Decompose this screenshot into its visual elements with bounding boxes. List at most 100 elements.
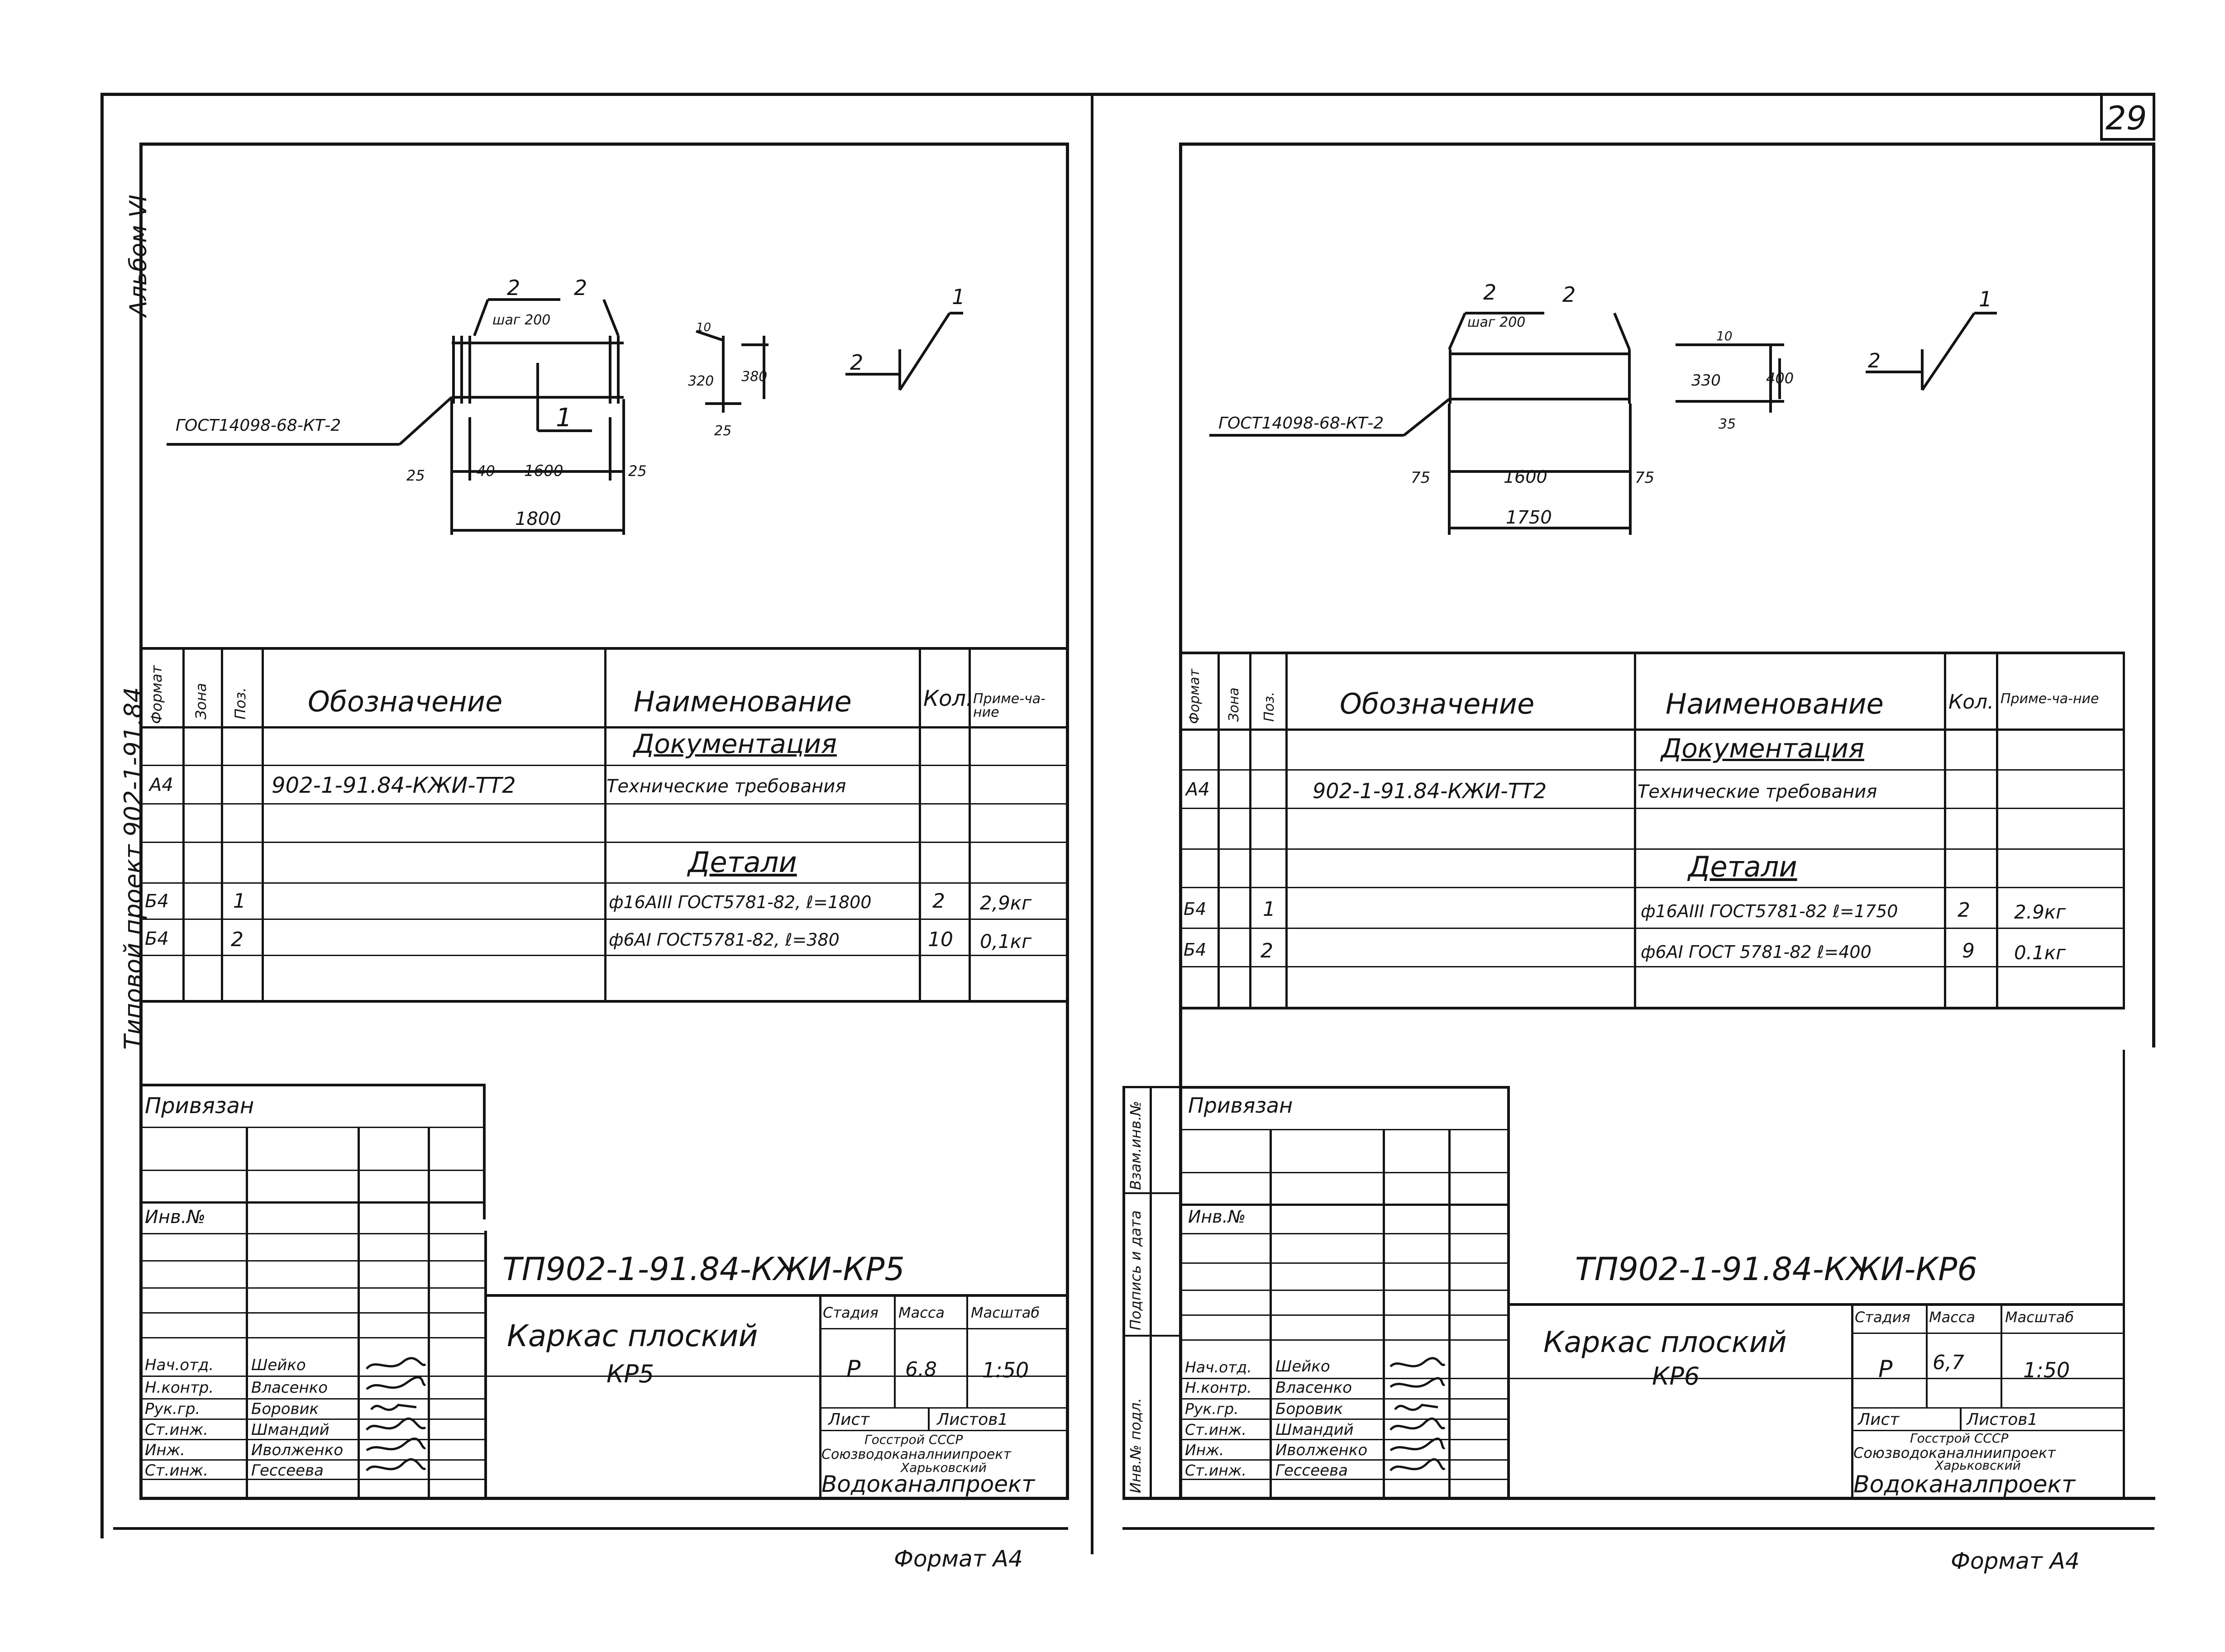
spec-col-line <box>1218 652 1220 1009</box>
tb-line <box>1179 1398 1509 1400</box>
tb-line <box>1179 1439 1509 1440</box>
drawing-top-label-1: 2 <box>1483 280 1496 305</box>
scale-value: 1:50 <box>982 1358 1029 1382</box>
page-number-box-left <box>2100 93 2103 140</box>
row2-name: ф6АI ГОСТ 5781-82 ℓ=400 <box>1641 942 1872 962</box>
stage-value: Р <box>1878 1356 1893 1383</box>
row1-format: Б4 <box>145 891 169 912</box>
spec-row-line <box>1179 966 2125 967</box>
row2-note: 0.1кг <box>2014 942 2066 964</box>
title-line-1: Каркас плоский <box>1543 1326 1787 1359</box>
spec-bottom-line <box>1179 1007 2125 1009</box>
tb-line <box>1851 1407 2125 1409</box>
outer-bottom-line-right <box>1122 1527 2154 1530</box>
tb-line <box>139 1479 486 1480</box>
doc-designation: 902-1-91.84-КЖИ-ТТ2 <box>1313 779 1547 803</box>
org-line-2: Союзводоканалниипроект <box>821 1447 1011 1462</box>
row1-qty: 2 <box>1958 899 1970 922</box>
person-name: Власенко <box>251 1379 328 1397</box>
person-role: Рук.гр. <box>145 1400 201 1418</box>
stage-value: Р <box>846 1356 861 1383</box>
person-name: Шмандий <box>251 1421 329 1439</box>
title-line-2: КР5 <box>606 1360 654 1388</box>
dim-height-2: 320 <box>688 373 714 389</box>
tb-col <box>484 1231 487 1498</box>
tb-line <box>139 1127 486 1128</box>
person-name: Власенко <box>1275 1379 1352 1397</box>
drawing-step: шаг 200 <box>492 312 550 328</box>
org-line-1: Госстрой СССР <box>1910 1431 2009 1446</box>
row2-name: ф6АI ГОСТ5781-82, ℓ=380 <box>609 930 840 950</box>
tb-line <box>484 1294 1069 1297</box>
tb-line <box>1179 1339 1509 1341</box>
dim-bottom-4: 25 <box>628 462 647 480</box>
dim-total: 1750 <box>1506 507 1552 528</box>
signatures-kp5 <box>366 1357 426 1471</box>
doc-designation: 902-1-91.84-КЖИ-ТТ2 <box>272 773 516 798</box>
row2-qty: 10 <box>928 928 953 951</box>
mass-value: 6,7 <box>1933 1351 1964 1374</box>
dim-bottom-3: 1600 <box>524 462 563 480</box>
dim-total: 1800 <box>515 509 561 529</box>
row2-format: Б4 <box>145 928 169 949</box>
org-line-3: Харьковский <box>901 1460 987 1475</box>
header-format: Формат <box>148 665 165 724</box>
tb-col <box>1507 1231 1510 1498</box>
doc-name: Технические требования <box>1638 781 1877 802</box>
spec-row-line <box>1179 808 2125 809</box>
tb-col <box>428 1127 430 1498</box>
person-role: Нач.отд. <box>1185 1358 1252 1376</box>
tb-line <box>139 1260 486 1262</box>
tb-col <box>1851 1303 1853 1498</box>
sheet-label: Лист <box>1858 1410 1900 1429</box>
tb-line <box>1507 1303 2125 1306</box>
outer-center-line <box>1091 93 1093 1554</box>
row1-name: ф16АIII ГОСТ5781-82 ℓ=1750 <box>1641 901 1898 921</box>
tb-line <box>1179 1290 1509 1291</box>
privyazan-right <box>483 1084 486 1219</box>
frame-bottom <box>1122 1497 2155 1500</box>
mass-label: Масса <box>898 1304 945 1321</box>
doc-name: Технические требования <box>606 776 846 797</box>
header-name: Наименование <box>1666 687 1884 720</box>
side-col-mid <box>1150 1086 1152 1500</box>
header-designation: Обозначение <box>1340 687 1535 720</box>
header-qty: Кол. <box>1948 690 1994 714</box>
tb-col <box>894 1294 896 1407</box>
tb-col <box>246 1127 248 1498</box>
inv-no-label: Инв.№ <box>145 1207 205 1228</box>
footer-format-left: Формат А4 <box>894 1546 1023 1572</box>
tb-line <box>819 1430 1069 1431</box>
spec-bottom-line <box>139 1000 1069 1003</box>
tb-line <box>1179 1314 1509 1316</box>
header-designation: Обозначение <box>308 685 503 718</box>
inv-no-label: Инв.№ <box>1188 1207 1246 1227</box>
drawing-step: шаг 200 <box>1467 314 1525 330</box>
side-callout-1: 1 <box>1979 287 1992 311</box>
outer-left-line <box>100 93 104 1538</box>
person-name: Шейко <box>1275 1357 1330 1376</box>
spec-col-line <box>1285 652 1288 1009</box>
tb-line <box>139 1419 486 1420</box>
doc-format: А4 <box>1186 779 1210 800</box>
tb-line <box>1179 1129 1509 1130</box>
spec-row-line <box>1179 887 2125 888</box>
org-line-3: Харьковский <box>1935 1458 2021 1473</box>
side-podp-label: Подпись и дата <box>1127 1210 1144 1330</box>
stage-label: Стадия <box>1855 1309 1910 1326</box>
spec-right-line <box>2123 652 2125 1009</box>
row2-qty: 9 <box>1962 939 1975 962</box>
scale-label: Масштаб <box>971 1304 1040 1321</box>
row1-note: 2.9кг <box>2014 901 2066 923</box>
spec-col-line <box>1944 652 1946 1009</box>
drawing-callout: 1 <box>556 403 572 433</box>
dim-height-4: 25 <box>714 423 731 439</box>
scale-label: Масштаб <box>2005 1309 2074 1326</box>
spec-col-line <box>1249 652 1251 1009</box>
org-line-4: Водоканалпроект <box>821 1471 1035 1497</box>
drawing-gost: ГОСТ14098-68-КТ-2 <box>1218 414 1384 433</box>
header-name: Наименование <box>634 685 852 718</box>
privyazan-top <box>1179 1086 1509 1089</box>
tb-line <box>819 1328 1069 1329</box>
outer-bottom-line-left <box>113 1527 1068 1530</box>
